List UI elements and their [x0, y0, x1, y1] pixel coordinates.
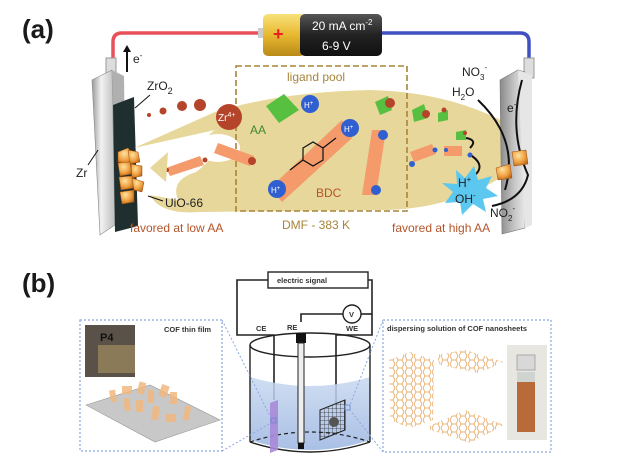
- svg-text:Zr4+: Zr4+: [218, 112, 235, 124]
- cof-thin-film-label: COF thin film: [164, 325, 211, 334]
- bdc-proton-label-bottom: H+: [271, 186, 281, 195]
- battery-current-density: 20 mA cm: [312, 19, 365, 33]
- battery: + 20 mA cm-2 6-9 V: [258, 14, 382, 56]
- svg-text:20 mA cm-2: 20 mA cm-2: [312, 18, 373, 33]
- bdc-rod: [362, 130, 386, 195]
- zr-electrode: [91, 57, 138, 236]
- aa-label: AA: [250, 123, 266, 137]
- curved-arrow-icon: [465, 137, 475, 149]
- nanosheet-3: [425, 410, 504, 443]
- favored-high-aa-label: favored at high AA: [392, 221, 490, 235]
- zr-cluster-dots: [147, 99, 206, 117]
- bdc-proton-label-top: H+: [344, 125, 354, 134]
- electron-label-left: e: [133, 52, 140, 66]
- panel-a-label: (a): [22, 14, 54, 44]
- favored-low-aa-label: favored at low AA: [130, 221, 223, 235]
- re-label: RE: [287, 323, 297, 332]
- aa-molecule: [266, 94, 299, 123]
- svg-text:e-: e-: [133, 51, 143, 66]
- nitrite-label: NO: [490, 206, 508, 220]
- nanosheet-2: [436, 350, 504, 373]
- electron-label-right: e: [507, 101, 514, 115]
- svg-text:H+: H+: [458, 175, 472, 190]
- zr4-label: Zr: [218, 113, 228, 124]
- voltmeter-label: V: [349, 310, 354, 319]
- aa-proton-label: H+: [304, 101, 314, 110]
- voltmeter-icon: [342, 304, 362, 324]
- svg-text:NO3-: NO3-: [462, 63, 487, 82]
- star-oh-label: OH: [455, 192, 473, 206]
- zro2-label: ZrO: [147, 79, 168, 93]
- we-label: WE: [346, 324, 358, 333]
- nanosheet-1: [389, 352, 434, 428]
- reference-electrode: [297, 342, 305, 444]
- svg-text:OH-: OH-: [455, 191, 476, 206]
- star-h-label: H: [458, 176, 467, 190]
- proton-hydroxide-burst: [442, 166, 498, 215]
- electric-signal-label: electric signal: [277, 276, 327, 285]
- dmf-temperature-label: DMF - 383 K: [282, 218, 350, 232]
- uio66-crystals: [117, 147, 529, 205]
- bdc-molecule: [270, 120, 352, 202]
- electrochemical-beaker: [249, 332, 371, 453]
- zr-label: Zr: [76, 166, 87, 180]
- photo-label: P4: [100, 332, 114, 344]
- ligand-pool-box: [235, 65, 408, 212]
- bdc-label: BDC: [316, 186, 342, 200]
- circuit-wires: [236, 279, 373, 410]
- red-wire: [111, 31, 260, 63]
- electric-signal-box: [267, 271, 369, 289]
- blue-wire: [378, 31, 531, 60]
- dispersing-solution-label: dispersing solution of COF nanosheets: [387, 324, 527, 333]
- water-label: H: [452, 85, 461, 99]
- counter-electrode: [270, 400, 278, 453]
- arrow-to-uio-icon: [150, 152, 168, 182]
- panel-b-label: (b): [22, 268, 55, 298]
- svg-text:H2O: H2O: [452, 85, 474, 102]
- svg-text:e-: e-: [507, 100, 517, 115]
- cof-flakes: [109, 381, 192, 422]
- battery-voltage: 6-9 V: [322, 39, 351, 53]
- svg-text:NO2-: NO2-: [490, 204, 515, 223]
- battery-plus-icon: +: [273, 24, 284, 44]
- ligand-pool-label: ligand pool: [287, 70, 345, 84]
- nitrate-label: NO: [462, 65, 480, 79]
- zr4-ion: [216, 104, 242, 130]
- ce-label: CE: [256, 324, 266, 333]
- svg-text:ZrO2: ZrO2: [147, 79, 173, 96]
- uio66-label: UiO-66: [165, 196, 203, 210]
